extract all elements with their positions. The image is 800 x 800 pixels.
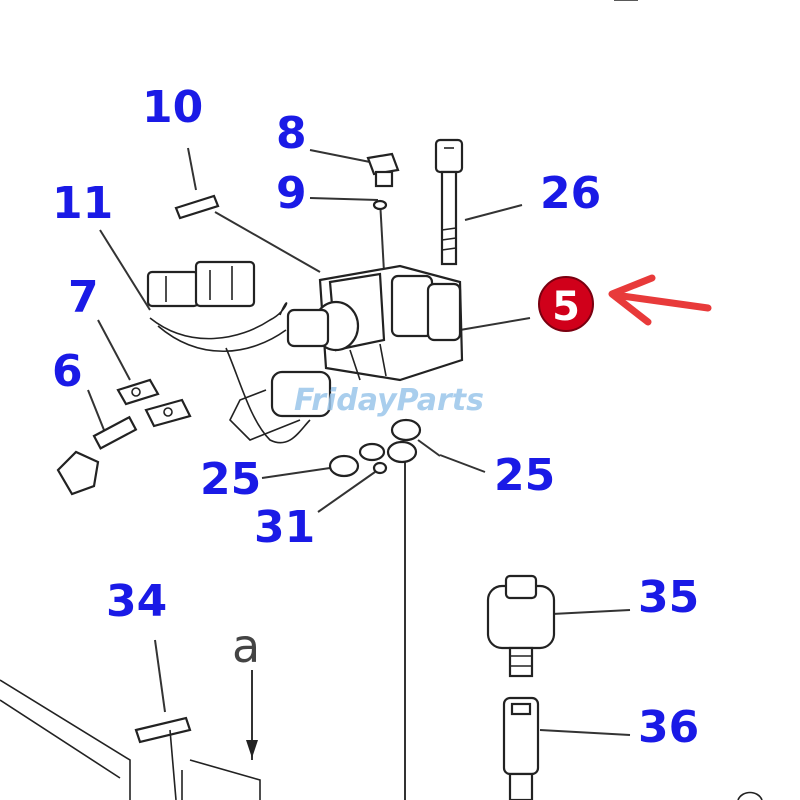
leader-5 — [459, 317, 531, 331]
view-a-marker — [246, 670, 258, 760]
callout-6: 6 — [52, 346, 83, 397]
part-5-valve-assembly — [229, 264, 464, 441]
leader-34 — [154, 639, 166, 713]
leader-31 — [317, 471, 376, 513]
watermark: FridayParts — [294, 383, 484, 418]
part-9-o-ring — [372, 199, 388, 211]
callout-10: 10 — [142, 82, 203, 133]
leader-25-left — [261, 467, 331, 479]
leader-7 — [97, 319, 131, 381]
callout-34: 34 — [106, 576, 167, 627]
highlight-5-label: 5 — [552, 284, 580, 330]
part-11-connector-harness — [146, 260, 311, 444]
leader-35 — [551, 609, 631, 615]
part-8-plug — [366, 152, 400, 188]
part-6-bolt — [56, 415, 138, 496]
leader-10 — [187, 147, 197, 191]
edge-fragment-bottom — [737, 791, 763, 800]
part-26-bolt — [434, 138, 464, 266]
callout-labels: 10 8 11 9 26 7 6 25 25 31 34 35 36 — [52, 82, 699, 753]
callout-31: 31 — [254, 502, 315, 553]
part-36-spool — [502, 696, 540, 800]
highlight-5-badge: 5 — [538, 276, 594, 332]
callout-35: 35 — [638, 572, 699, 623]
callout-7: 7 — [68, 272, 99, 323]
leader-lines — [87, 147, 631, 800]
callout-25-right: 25 — [494, 450, 555, 501]
callout-36: 36 — [638, 702, 699, 753]
highlight-circle — [538, 276, 594, 332]
leader-36 — [539, 729, 631, 736]
part-34-bracket — [0, 679, 261, 800]
highlight-arrow — [608, 274, 712, 326]
leader-9 — [309, 197, 379, 201]
part-25-31-seals — [328, 418, 441, 478]
callout-25-left: 25 — [200, 454, 261, 505]
leader-11 — [99, 229, 151, 311]
leader-25-right — [439, 454, 486, 473]
part-35-cap — [486, 574, 556, 678]
leader-26 — [464, 204, 523, 221]
view-a-label: a — [232, 619, 260, 673]
callout-11: 11 — [52, 178, 113, 229]
callout-26: 26 — [540, 168, 601, 219]
part-10-label-plate — [174, 194, 321, 273]
leader-8 — [309, 149, 371, 163]
callout-9: 9 — [276, 168, 307, 219]
part-7-clips — [116, 378, 192, 428]
callout-8: 8 — [276, 108, 307, 159]
